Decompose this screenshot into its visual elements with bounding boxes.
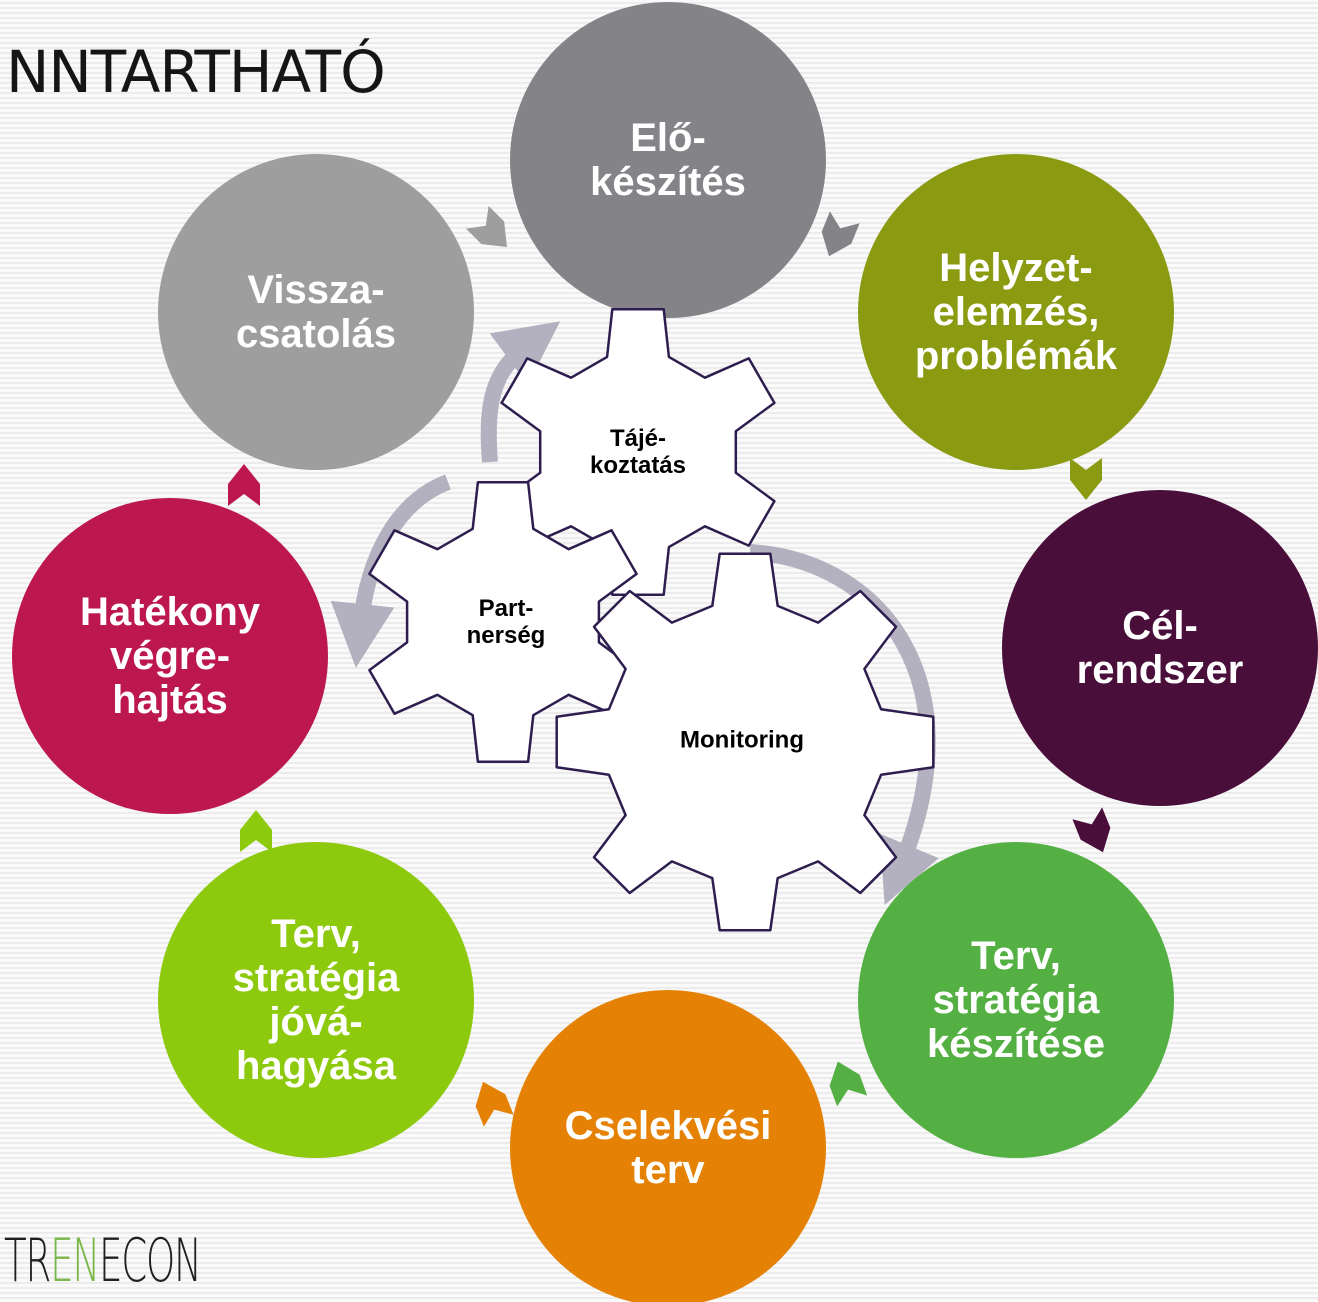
stage-circle-terv-jovahagyasa	[158, 842, 474, 1158]
connector-arrow-cselekvesi-terv	[475, 1081, 514, 1127]
connector-arrow-hatekony-vegrehajtas	[228, 464, 260, 506]
inner-curved-arrow-1	[480, 321, 561, 463]
connector-arrow-terv-jovahagyasa	[240, 810, 272, 852]
gear-label-partnerseg: Part- nerség	[466, 595, 546, 649]
gear-icon-tajekoztatas	[500, 308, 776, 596]
gear-icon-partnerseg	[368, 480, 638, 764]
stage-circle-cselekvesi-terv	[510, 990, 826, 1302]
stage-label-helyzetelemzes: Helyzet- elemzés, problémák	[914, 246, 1118, 378]
page-title: NNTARTHATÓ	[6, 38, 386, 106]
stage-circle-visszacsatolas	[158, 154, 474, 470]
stage-circle-terv-keszitese	[858, 842, 1174, 1158]
stage-label-hatekony-vegrehajtas: Hatékony végre- hajtás	[79, 590, 261, 722]
stage-label-terv-jovahagyasa: Terv, stratégia jóvá- hagyása	[232, 912, 400, 1088]
connector-arrow-visszacsatolas	[465, 205, 507, 247]
stage-circle-helyzetelemzes	[858, 154, 1174, 470]
logo-text-end: ECON	[98, 1226, 202, 1296]
gear-label-tajekoztatas: Tájé- koztatás	[589, 425, 687, 479]
stage-label-visszacsatolas: Vissza- csatolás	[235, 268, 397, 356]
stage-label-cselekvesi-terv: Cselekvési terv	[564, 1104, 772, 1192]
inner-curved-arrow-2	[330, 474, 452, 668]
inner-curved-arrow-3	[749, 544, 939, 905]
logo-text-accent: EN	[50, 1226, 100, 1296]
stage-circle-elo-keszites	[510, 2, 826, 318]
connector-arrow-celrendszer	[1072, 807, 1111, 853]
connector-arrow-helyzetelemzes	[1070, 458, 1102, 500]
gear-label-monitoring: Monitoring	[680, 726, 804, 754]
stage-circle-celrendszer	[1002, 490, 1318, 806]
logo-text-start: TR	[4, 1226, 51, 1296]
gear-icon-monitoring	[555, 552, 935, 932]
stage-label-terv-keszitese: Terv, stratégia készítése	[927, 934, 1105, 1066]
trenecon-logo: TRENECON	[4, 1226, 202, 1296]
stage-label-elo-keszites: Elő- készítés	[590, 116, 746, 204]
connector-arrow-elo-keszites	[821, 211, 860, 257]
connector-arrow-terv-keszitese	[829, 1061, 868, 1107]
stage-circle-hatekony-vegrehajtas	[12, 498, 328, 814]
stage-label-celrendszer: Cél- rendszer	[1076, 604, 1244, 692]
